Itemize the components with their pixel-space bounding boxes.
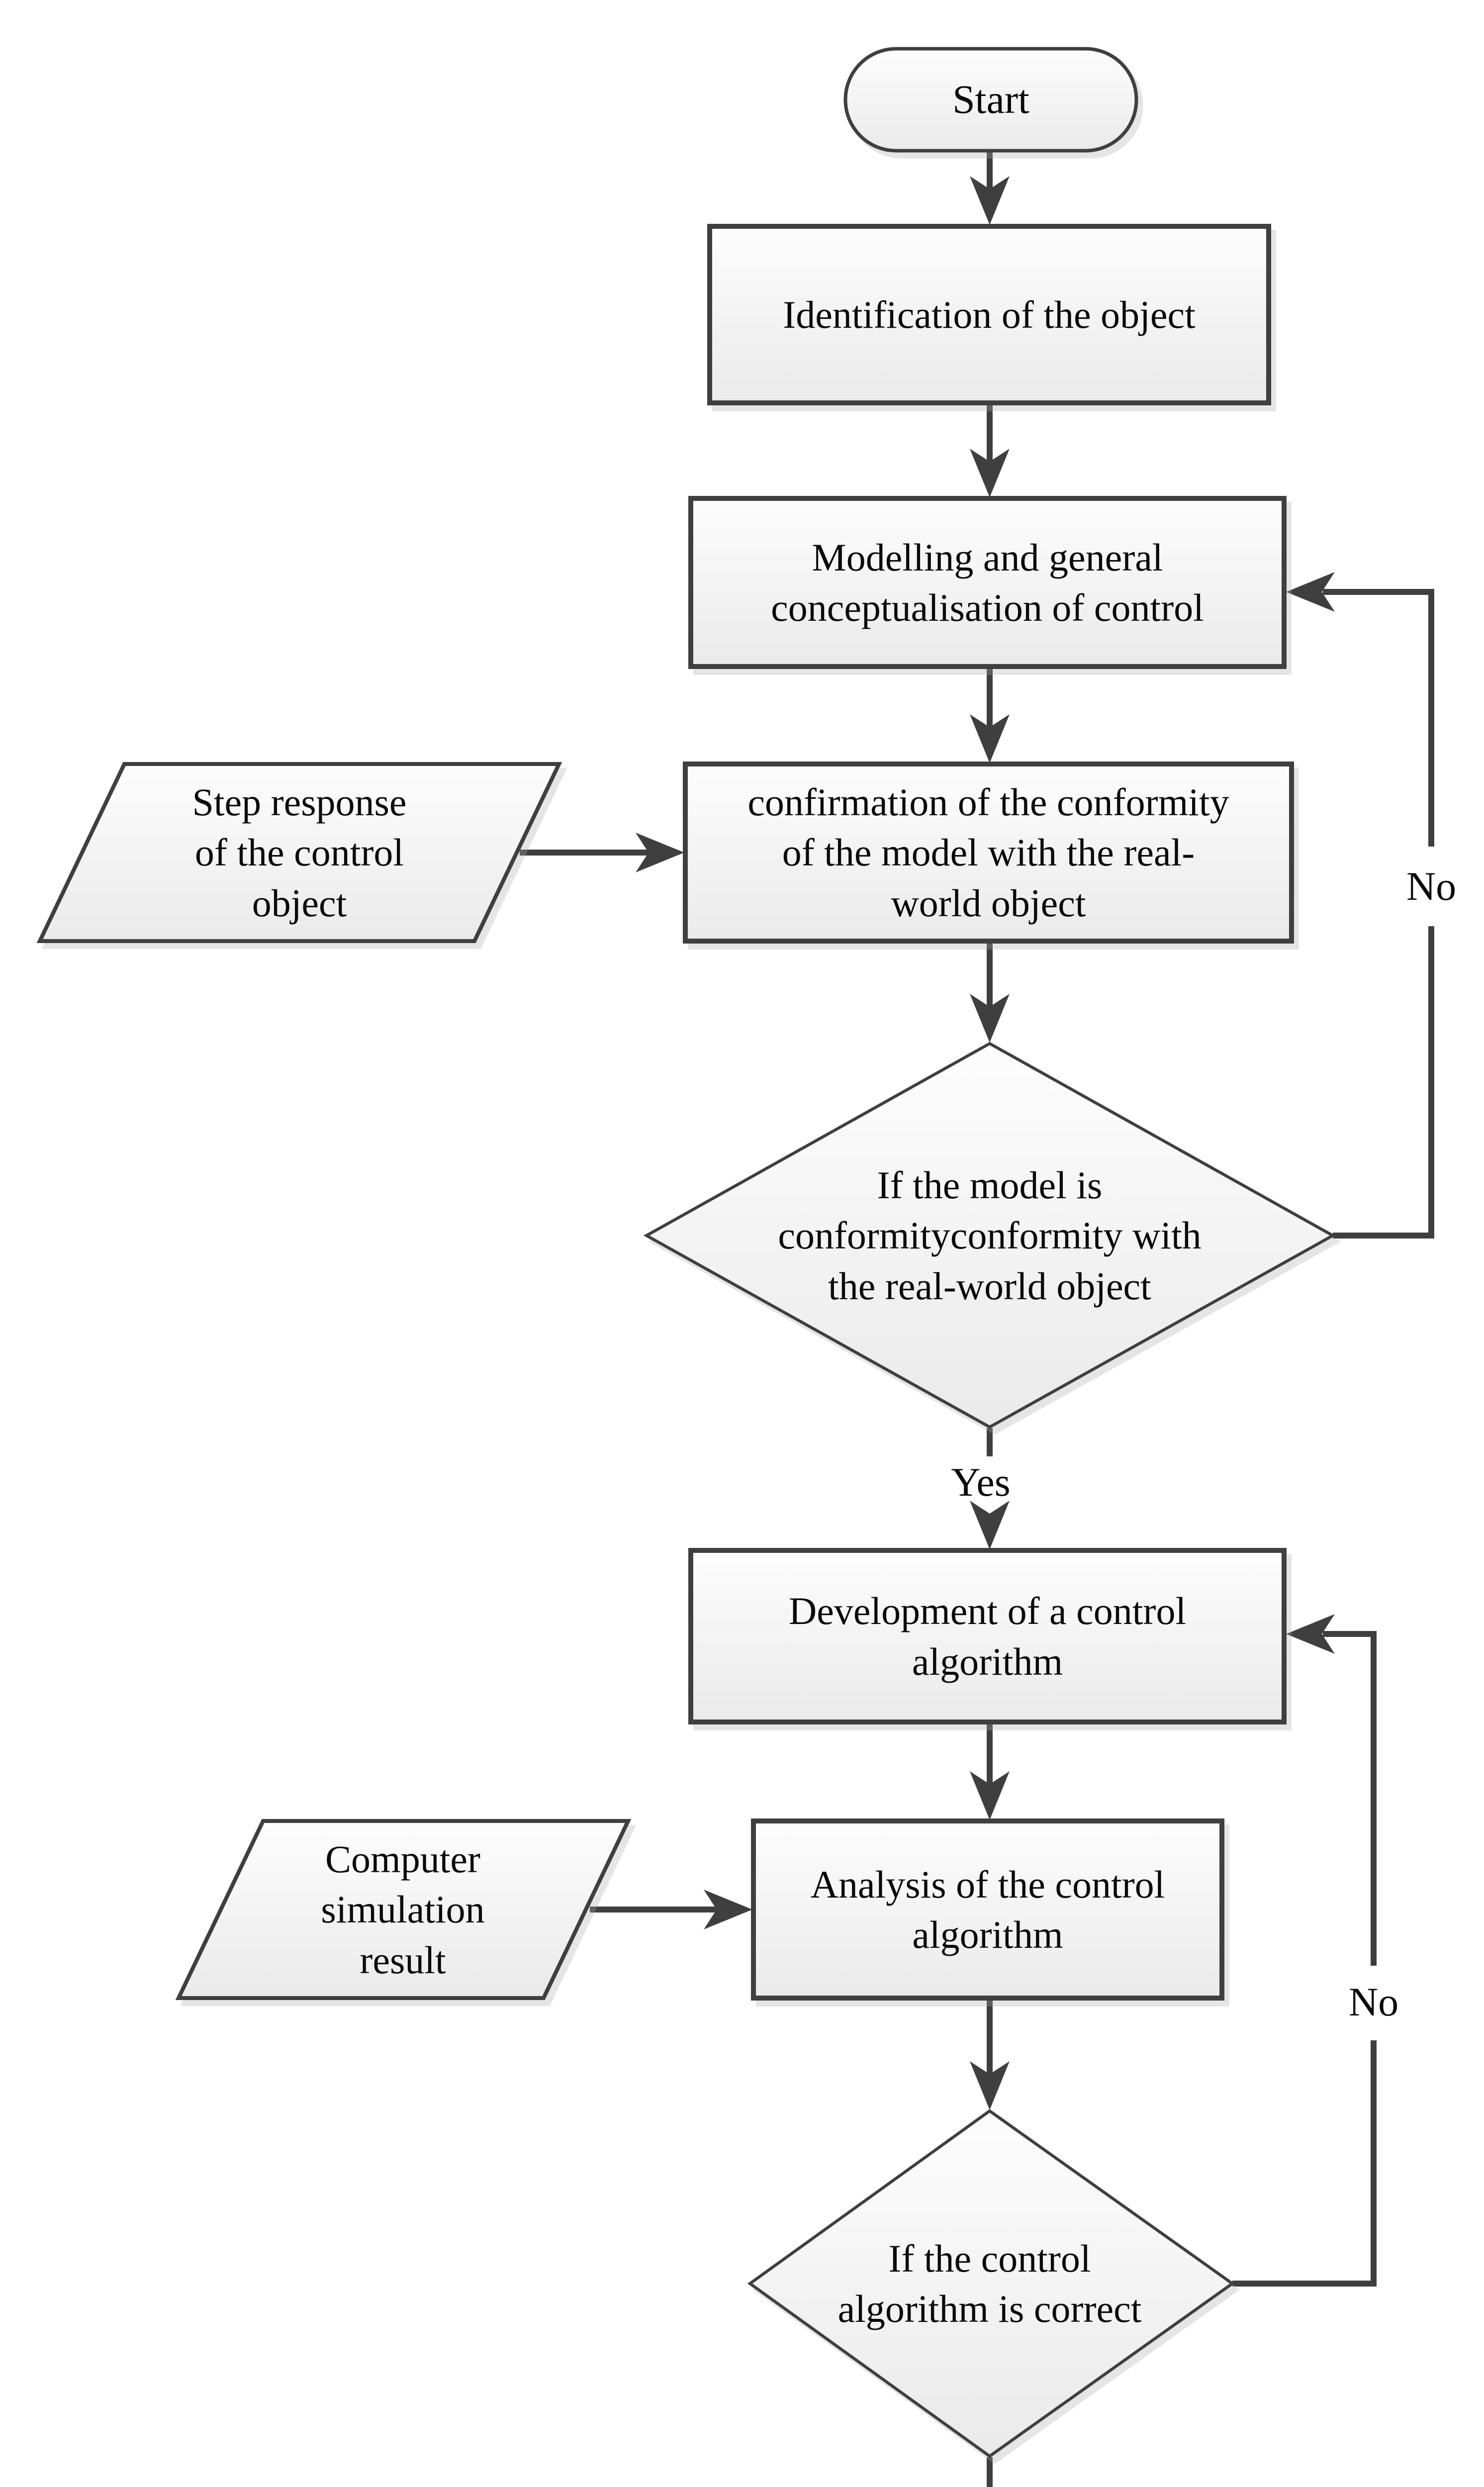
edge-modeldecision-no-lower — [1333, 926, 1434, 1239]
arrowhead-analysis-algorithmdecision — [970, 2061, 1010, 2110]
edge-algorithmdecision-no-lower — [1232, 2040, 1377, 2287]
edge-algorithmdecision-no-upper — [1323, 1631, 1377, 1966]
confirmation-process — [683, 762, 1294, 944]
arrowhead-stepresponse-confirmation — [636, 833, 684, 872]
model-conformity-decision — [643, 1042, 1336, 1429]
arrowhead-identification-modelling — [970, 449, 1010, 497]
arrowhead-simulation-analysis — [704, 1890, 752, 1929]
algorithm-correct-decision — [747, 2109, 1235, 2458]
arrowhead-modeldecision-development — [970, 1501, 1010, 1549]
edge-modeldecision-no-upper — [1323, 589, 1434, 847]
start-terminator — [843, 47, 1138, 153]
arrowhead-start-identification — [970, 176, 1010, 225]
modelling-process — [688, 496, 1287, 669]
computer-simulation-data — [175, 1819, 632, 2000]
arrowhead-confirmation-modeldecision — [970, 994, 1010, 1043]
arrowhead-no-modelling — [1286, 572, 1335, 612]
nodes — [36, 47, 1336, 2458]
arrowhead-development-analysis — [970, 1771, 1010, 1820]
analysis-process — [751, 1818, 1224, 2001]
arrowhead-no-development — [1286, 1614, 1335, 1654]
development-process — [688, 1548, 1287, 1724]
identification-process — [707, 224, 1271, 405]
arrowhead-modelling-confirmation — [970, 714, 1010, 763]
edges — [520, 151, 1434, 2487]
step-response-data — [36, 762, 562, 943]
